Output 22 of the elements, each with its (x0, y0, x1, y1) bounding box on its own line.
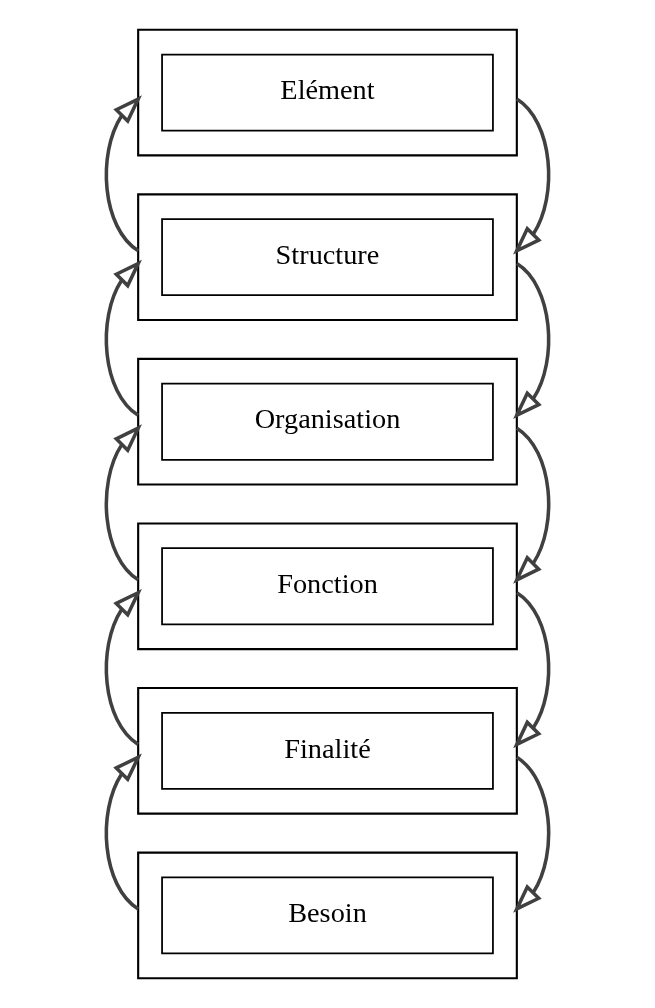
node-box: Structure (161, 218, 494, 297)
arrow (513, 262, 551, 420)
arrow (104, 753, 142, 911)
arrow (104, 95, 142, 253)
node-box: Finalité (161, 711, 494, 790)
cluster (137, 686, 518, 815)
node-box: Elément (161, 53, 494, 132)
node-box: Fonction (161, 547, 494, 626)
node-box: Besoin (161, 876, 494, 955)
cluster (137, 522, 518, 651)
arrow (513, 426, 551, 584)
cluster (137, 28, 518, 157)
node-box: Organisation (161, 382, 494, 461)
arrow (104, 424, 142, 582)
cluster (137, 851, 518, 980)
arrow (513, 755, 551, 913)
arrow (513, 591, 551, 749)
arrow (104, 588, 142, 746)
cluster (137, 193, 518, 322)
arrow (513, 97, 551, 255)
cluster (137, 357, 518, 486)
arrow (104, 259, 142, 417)
